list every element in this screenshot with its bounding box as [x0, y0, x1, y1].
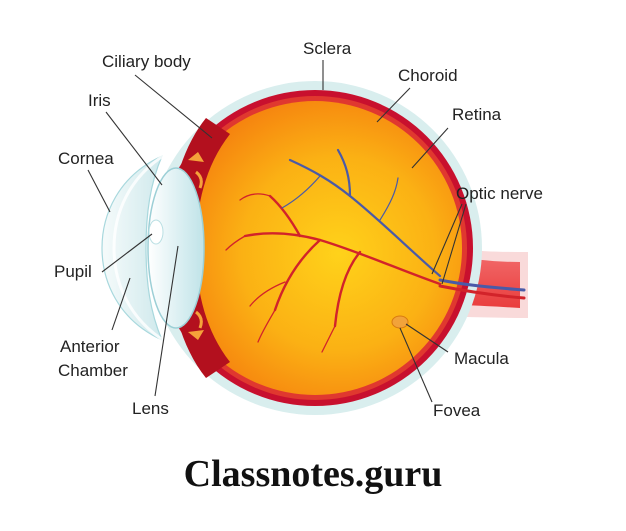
label-choroid: Choroid: [398, 66, 458, 85]
label-anterior-chamber-line2: Chamber: [58, 361, 128, 380]
label-ciliary-body: Ciliary body: [102, 52, 191, 71]
cornea: [101, 152, 167, 344]
label-fovea: Fovea: [433, 401, 481, 420]
label-retina: Retina: [452, 105, 502, 124]
labels: Ciliary body Sclera Choroid Iris Retina …: [54, 39, 543, 420]
pupil: [148, 219, 164, 245]
label-cornea: Cornea: [58, 149, 114, 168]
retinal-vessels: [225, 148, 526, 353]
leader-lines: [87, 60, 467, 403]
label-anterior-chamber-line1: Anterior: [60, 337, 120, 356]
label-sclera: Sclera: [303, 39, 352, 58]
label-iris: Iris: [88, 91, 111, 110]
lens: [147, 167, 205, 329]
label-pupil: Pupil: [54, 262, 92, 281]
macula: [391, 315, 409, 329]
vitreous-body: [168, 101, 462, 395]
watermark-text: Classnotes.guru: [183, 453, 443, 495]
label-macula: Macula: [454, 349, 509, 368]
label-optic-nerve: Optic nerve: [456, 184, 543, 203]
label-lens: Lens: [132, 399, 169, 418]
